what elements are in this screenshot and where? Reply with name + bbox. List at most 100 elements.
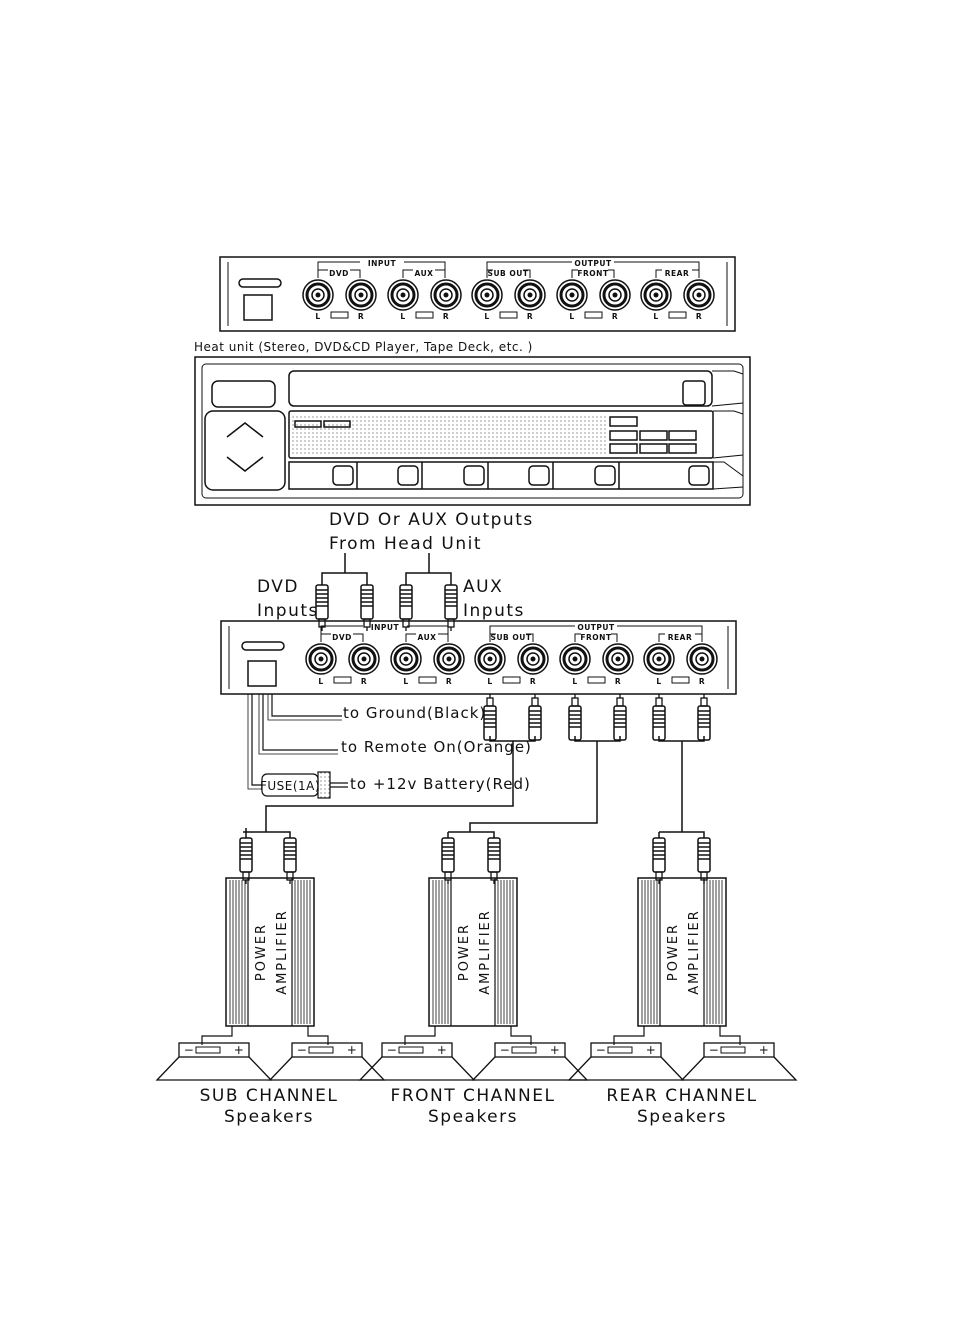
- rca-plug: [315, 584, 329, 631]
- left-channel-label: L: [656, 677, 661, 686]
- rca-jack: [556, 279, 588, 311]
- panel-brackets-main: [320, 625, 703, 642]
- remote-label: to Remote On(Orange): [341, 738, 532, 756]
- front-label: FRONT: [577, 269, 609, 278]
- fuse-label: FUSE(1A): [260, 779, 320, 793]
- rca-jack: [559, 643, 591, 675]
- rca-plug: [360, 584, 374, 631]
- aux-inputs-line2: Inputs: [463, 601, 525, 621]
- rca-plug: [399, 584, 413, 631]
- sub-out-label: SUB OUT: [488, 269, 529, 278]
- left-channel-label: L: [569, 312, 574, 321]
- plus-terminal: +: [234, 1043, 245, 1057]
- dvd-inputs-line2: Inputs: [257, 601, 319, 621]
- rca-plug: [239, 837, 253, 884]
- pair-indicator: [418, 676, 437, 684]
- rca-plug: [652, 694, 666, 741]
- dvd-inputs-line1: DVD: [257, 577, 299, 597]
- dvd-label: DVD: [332, 633, 352, 642]
- speakers: −+−+−+−+−+−+: [155, 1042, 798, 1081]
- rca-jack: [433, 643, 465, 675]
- rca-jack: [514, 279, 546, 311]
- rca-plug: [568, 694, 582, 741]
- pair-indicator: [415, 311, 434, 319]
- minus-terminal: −: [500, 1043, 511, 1057]
- rca-jack: [430, 279, 462, 311]
- power-amplifier: POWER AMPLIFIER: [404, 877, 532, 1045]
- pair-indicator: [333, 676, 352, 684]
- amplifier-label-amplifier: AMPLIFIER: [478, 909, 493, 995]
- head-unit-label: Heat unit (Stereo, DVD&CD Player, Tape D…: [194, 340, 533, 354]
- rca-plug: [444, 584, 458, 631]
- rca-jack: [640, 279, 672, 311]
- plus-terminal: +: [437, 1043, 448, 1057]
- left-channel-label: L: [318, 677, 323, 686]
- pair-indicator: [330, 311, 349, 319]
- rca-jack: [683, 279, 715, 311]
- source-label-line1: DVD Or AUX Outputs: [329, 510, 534, 530]
- rca-plug: [697, 837, 711, 884]
- pair-indicator: [499, 311, 518, 319]
- rca-jack: [390, 643, 422, 675]
- minus-terminal: −: [184, 1043, 195, 1057]
- rca-jack: [305, 643, 337, 675]
- speaker: −+: [471, 1042, 589, 1081]
- speaker: −+: [268, 1042, 386, 1081]
- left-channel-label: L: [400, 312, 405, 321]
- left-channel-label: L: [572, 677, 577, 686]
- rca-jack: [471, 279, 503, 311]
- rca-jack: [602, 643, 634, 675]
- left-channel-label: L: [487, 677, 492, 686]
- rca-jack: [474, 643, 506, 675]
- equalizer-panel: [220, 620, 737, 695]
- right-channel-label: R: [446, 677, 452, 686]
- source-plugs: [315, 584, 458, 631]
- left-channel-label: L: [403, 677, 408, 686]
- speaker: −+: [358, 1042, 476, 1081]
- rca-plug: [652, 837, 666, 884]
- channel-front-name: FRONT CHANNEL: [391, 1086, 556, 1106]
- channel-rear-name: REAR CHANNEL: [606, 1086, 757, 1106]
- rear-label: REAR: [668, 633, 692, 642]
- right-channel-label: R: [443, 312, 449, 321]
- rca-jack: [517, 643, 549, 675]
- amplifier-label-power: POWER: [457, 923, 472, 981]
- right-channel-label: R: [530, 677, 536, 686]
- panel-brackets-top: [317, 261, 700, 278]
- ground-label: to Ground(Black): [343, 704, 486, 722]
- right-channel-label: R: [699, 677, 705, 686]
- rca-jack: [387, 279, 419, 311]
- rca-plug: [283, 837, 297, 884]
- dvd-label: DVD: [329, 269, 349, 278]
- rear-label: REAR: [665, 269, 689, 278]
- right-channel-label: R: [612, 312, 618, 321]
- output-plugs: [483, 694, 711, 741]
- battery-label: to +12v Battery(Red): [350, 775, 531, 793]
- input-label: INPUT: [368, 259, 397, 268]
- channel-sub-speakers: Speakers: [224, 1107, 314, 1127]
- right-channel-label: R: [358, 312, 364, 321]
- rca-plug: [697, 694, 711, 741]
- rca-plug: [487, 837, 501, 884]
- channel-sub-name: SUB CHANNEL: [200, 1086, 339, 1106]
- plus-terminal: +: [550, 1043, 561, 1057]
- aux-label: AUX: [415, 269, 434, 278]
- right-channel-label: R: [361, 677, 367, 686]
- panel-labels-top: INPUT OUTPUT DVD AUX SUB OUT FRONT REAR: [329, 259, 689, 278]
- left-channel-label: L: [484, 312, 489, 321]
- aux-label: AUX: [418, 633, 437, 642]
- minus-terminal: −: [297, 1043, 308, 1057]
- panel-labels-main: INPUT OUTPUT DVD AUX SUB OUT FRONT REAR: [332, 623, 692, 642]
- amplifier-label-power: POWER: [666, 923, 681, 981]
- speaker: −+: [155, 1042, 273, 1081]
- sub-out-label: SUB OUT: [491, 633, 532, 642]
- right-channel-label: R: [696, 312, 702, 321]
- speaker: −+: [680, 1042, 798, 1081]
- front-label: FRONT: [580, 633, 612, 642]
- speaker: −+: [567, 1042, 685, 1081]
